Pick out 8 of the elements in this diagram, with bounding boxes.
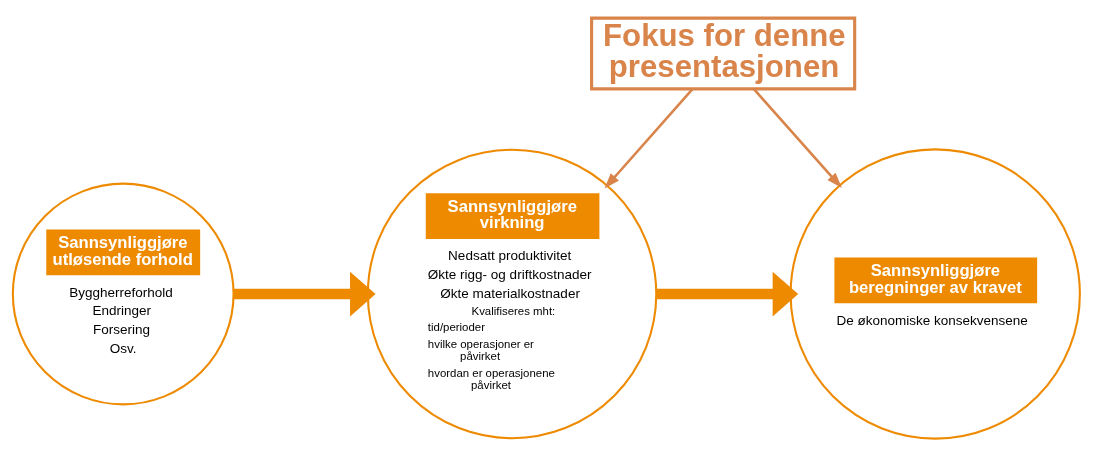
node-box: Fokus for denne presentasjonen [590,16,857,90]
arrow [604,87,694,189]
node-circle: Sannsynliggjøre beregninger av kravet De økonomiske konsekvensene [789,147,1081,440]
arrow [233,271,376,316]
node-circle: Sannsynliggjøre utløsende forhold Byggherreforhold Endringer Forsering Osv. [11,182,235,405]
node-circle: Sannsynliggjøre virkning Nedsatt produktivitet Økte rigg- og driftkostnader Økte materialkostnader Kvalifiseres mht: tid/perioder hvilke operasjoner er påvirket hvordan er operasjonene påvirket [366,148,658,439]
arrow [656,271,799,316]
arrow [753,87,842,188]
